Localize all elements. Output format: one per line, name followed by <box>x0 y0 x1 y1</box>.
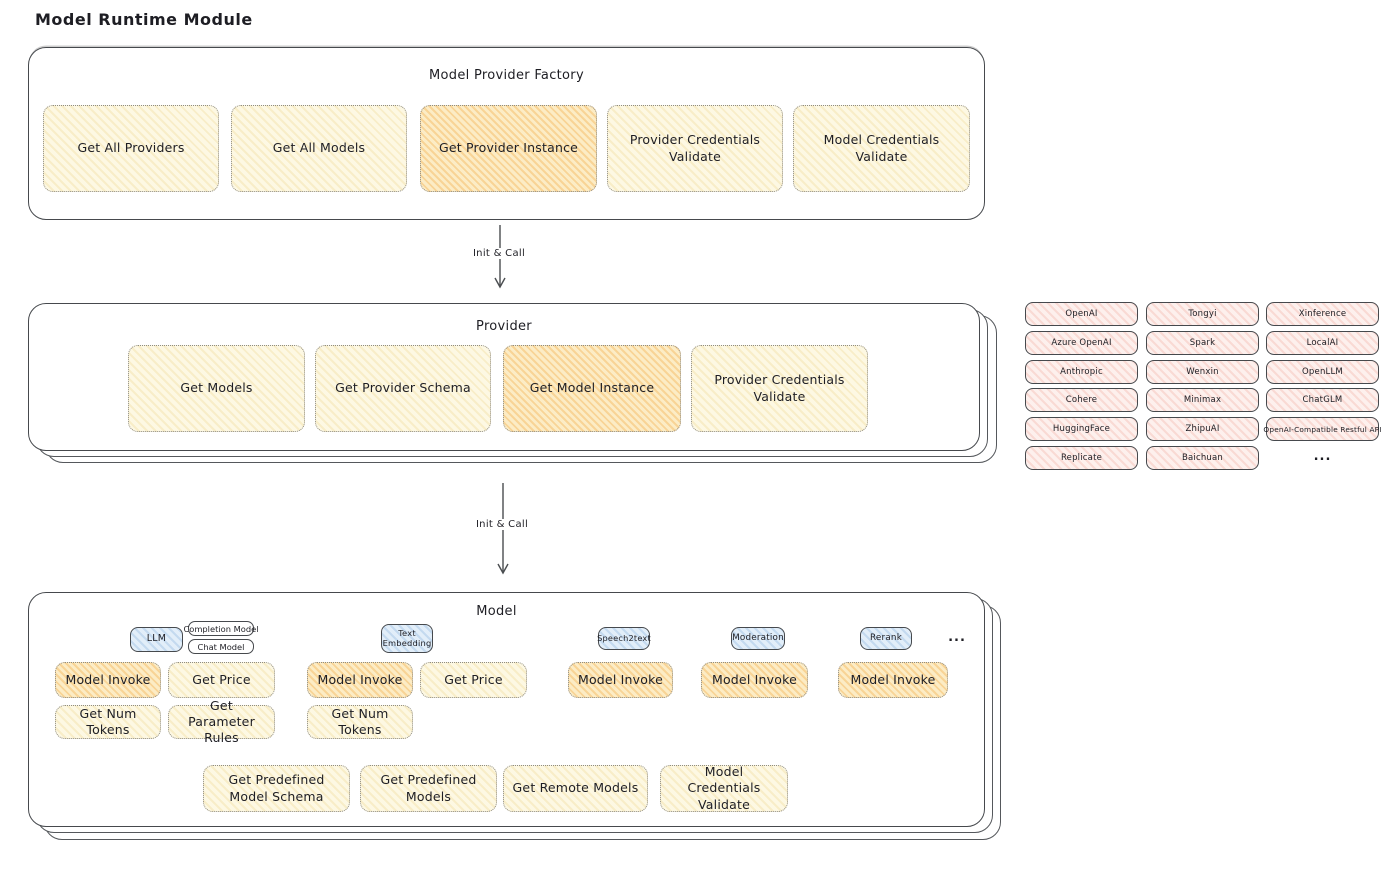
provider-chip-xinference: Xinference <box>1266 302 1379 326</box>
get-predefined-models-button: Get Predefined Models <box>360 765 497 812</box>
tab-moderation: Moderation <box>731 627 785 650</box>
factory-button-get-all-models: Get All Models <box>231 105 407 192</box>
provider-chip-baichuan: Baichuan <box>1146 446 1259 470</box>
llm-get-num-tokens-button: Get Num Tokens <box>55 705 161 739</box>
factory-title: Model Provider Factory <box>429 68 584 83</box>
tab-speech2text: Speech2text <box>597 627 651 650</box>
factory-button-model-credentials-validate: Model Credentials Validate <box>793 105 970 192</box>
llm-get-parameter-rules-button: Get Parameter Rules <box>168 698 275 745</box>
provider-chip-minimax: Minimax <box>1146 388 1259 412</box>
tab-llm: LLM <box>130 627 183 652</box>
factory-button-get-provider-instance: Get Provider Instance <box>420 105 597 192</box>
provider-grid-more-dots: ... <box>1313 449 1332 464</box>
text-embedding-get-price-button: Get Price <box>420 662 527 698</box>
llm-model-invoke-button: Model Invoke <box>55 662 161 698</box>
factory-button-provider-credentials-validate: Provider Credentials Validate <box>607 105 783 192</box>
tab-text-embedding: Text Embedding <box>381 624 433 653</box>
provider-title: Provider <box>476 319 532 334</box>
provider-chip-tongyi: Tongyi <box>1146 302 1259 326</box>
speech2text-model-invoke-button: Model Invoke <box>568 662 673 698</box>
provider-chip-zhipuai: ZhipuAI <box>1146 417 1259 441</box>
provider-chip-openai-compatible: OpenAI-Compatible Restful API <box>1263 417 1381 441</box>
provider-button-get-model-instance: Get Model Instance <box>503 345 681 432</box>
provider-button-provider-credentials-validate: Provider Credentials Validate <box>691 345 868 432</box>
text-embedding-get-num-tokens-button: Get Num Tokens <box>307 705 413 739</box>
provider-chip-wenxin: Wenxin <box>1146 360 1259 384</box>
get-predefined-model-schema-button: Get Predefined Model Schema <box>203 765 350 812</box>
init-call-arrow-2 <box>497 483 509 575</box>
factory-button-get-all-providers: Get All Providers <box>43 105 219 192</box>
subtab-chat-model: Chat Model <box>188 639 254 654</box>
model-tabs-more-dots: ... <box>948 630 966 645</box>
init-call-arrow-1 <box>494 225 506 289</box>
llm-get-price-button: Get Price <box>168 662 275 698</box>
get-remote-models-button: Get Remote Models <box>503 765 648 812</box>
provider-button-get-models: Get Models <box>128 345 305 432</box>
provider-chip-replicate: Replicate <box>1025 446 1138 470</box>
model-title: Model <box>476 604 517 619</box>
provider-chip-huggingface: HuggingFace <box>1025 417 1138 441</box>
init-call-label-1: Init & Call <box>458 248 540 259</box>
init-call-label-2: Init & Call <box>461 519 543 530</box>
tab-rerank: Rerank <box>860 627 912 650</box>
provider-chip-localai: LocalAI <box>1266 331 1379 355</box>
provider-chip-chatglm: ChatGLM <box>1266 388 1379 412</box>
provider-chip-spark: Spark <box>1146 331 1259 355</box>
rerank-model-invoke-button: Model Invoke <box>838 662 948 698</box>
page-title: Model Runtime Module <box>35 10 253 29</box>
text-embedding-model-invoke-button: Model Invoke <box>307 662 413 698</box>
provider-chip-anthropic: Anthropic <box>1025 360 1138 384</box>
model-credentials-validate-button: Model Credentials Validate <box>660 764 788 812</box>
provider-chip-cohere: Cohere <box>1025 388 1138 412</box>
provider-chip-openai: OpenAI <box>1025 302 1138 326</box>
provider-chip-azure-openai: Azure OpenAI <box>1025 331 1138 355</box>
provider-chip-openllm: OpenLLM <box>1266 360 1379 384</box>
provider-button-get-provider-schema: Get Provider Schema <box>315 345 491 432</box>
subtab-completion-model: Completion Model <box>183 621 259 636</box>
moderation-model-invoke-button: Model Invoke <box>701 662 808 698</box>
